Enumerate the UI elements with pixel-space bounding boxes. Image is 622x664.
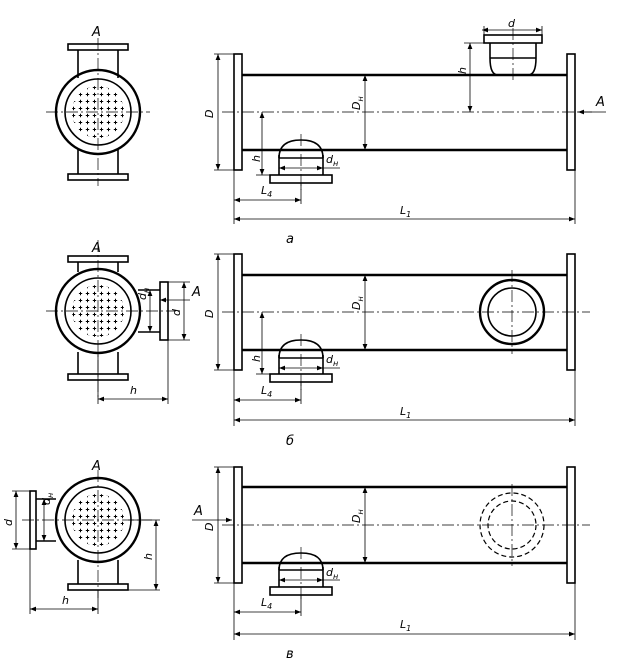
view-direction-label: A <box>91 25 101 40</box>
view-direction-label: A <box>595 95 605 110</box>
bottom-nozzle <box>269 547 333 602</box>
view-direction-label: A <box>193 504 203 519</box>
view-direction-label: A <box>91 241 101 256</box>
dim-label-dn: dн <box>326 153 338 168</box>
dim-label-Dn: Dн <box>350 509 365 523</box>
dim-label-L1: L1 <box>400 618 411 633</box>
dim-label-h: h <box>130 384 137 397</box>
dim-label-L1: L1 <box>400 204 411 219</box>
dim-label-D: D <box>203 310 216 318</box>
end-view-c: A dн d h h <box>2 459 160 614</box>
end-view-a: A <box>46 25 150 186</box>
dim-label-L1: L1 <box>400 405 411 420</box>
nozzle-hidden-outer <box>479 492 545 558</box>
dim-label-d: d <box>170 308 183 316</box>
bottom-nozzle <box>269 334 333 390</box>
dim-label-D: D <box>203 110 216 118</box>
view-direction-label: A <box>91 459 101 474</box>
bottom-nozzle <box>269 134 333 190</box>
dim-label-h: h <box>456 67 469 74</box>
dim-label-L4: L4 <box>261 184 272 199</box>
dim-label-d: d <box>2 518 15 526</box>
dim-label-h: h <box>250 155 263 162</box>
dim-label-dn: dн <box>40 493 55 505</box>
dim-label-L4: L4 <box>261 596 272 611</box>
dim-label-d: d <box>508 17 516 30</box>
dim-label-D: D <box>203 523 216 531</box>
side-view-a: A D Dн d h h dн L4 L1 а <box>203 17 606 247</box>
side-view-c: A D Dн dн L4 L1 в <box>192 466 590 662</box>
top-nozzle <box>483 28 543 82</box>
caption-a: а <box>286 232 294 247</box>
caption-b: б <box>286 434 294 449</box>
dim-label-h: h <box>142 553 155 560</box>
dim-label-dn: dн <box>136 288 151 300</box>
dim-label-dn: dн <box>326 566 338 581</box>
dim-label-L4: L4 <box>261 384 272 399</box>
caption-c: в <box>286 647 294 662</box>
dim-label-Dn: Dн <box>350 96 365 110</box>
end-view-b: A A dн d h <box>46 240 201 404</box>
side-view-b: D Dн h dн L4 L1 б <box>203 253 590 449</box>
dim-label-Dn: Dн <box>350 296 365 310</box>
dim-label-h: h <box>62 594 69 607</box>
dim-label-dn: dн <box>326 353 338 368</box>
dim-label-h: h <box>250 355 263 362</box>
view-direction-label: A <box>191 285 201 300</box>
